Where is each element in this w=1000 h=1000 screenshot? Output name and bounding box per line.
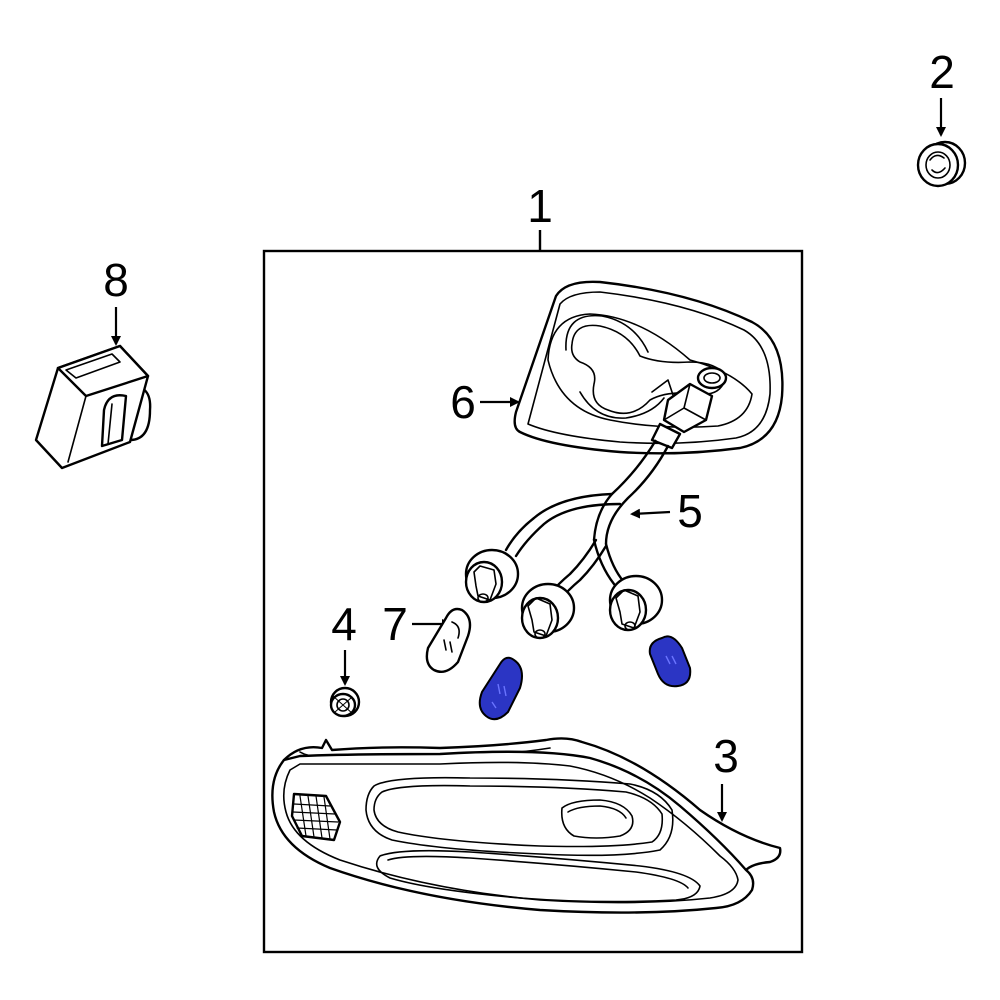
socket-left <box>464 548 520 604</box>
wedge-bulb-blue-icon[interactable] <box>478 656 523 721</box>
callout-4[interactable]: 4 <box>331 598 357 686</box>
callout-6-label: 6 <box>450 376 476 428</box>
callout-8-label: 8 <box>103 254 129 306</box>
wedge-bulb-icon[interactable] <box>425 607 472 673</box>
callout-7[interactable]: 7 <box>382 598 452 650</box>
wiring-harness-socket-icon[interactable] <box>464 382 714 640</box>
callout-2-label: 2 <box>929 46 955 98</box>
callout-5[interactable]: 5 <box>630 485 703 537</box>
wedge-bulb-blue-right-icon[interactable] <box>648 635 692 688</box>
callout-2[interactable]: 2 <box>929 46 955 137</box>
callout-1-label: 1 <box>527 180 553 232</box>
tail-lamp-lens-housing-icon[interactable] <box>271 737 782 914</box>
assembly-box <box>262 249 804 954</box>
callout-5-arrow <box>630 508 671 519</box>
round-grommet-icon[interactable] <box>916 140 967 188</box>
callout-7-label: 7 <box>382 598 408 650</box>
callout-4-label: 4 <box>331 598 357 650</box>
connector-module-icon[interactable] <box>34 344 152 470</box>
small-nut-icon[interactable] <box>329 686 361 718</box>
callout-3-label: 3 <box>713 730 739 782</box>
callout-3[interactable]: 3 <box>713 730 739 822</box>
callout-1[interactable]: 1 <box>527 180 553 251</box>
callout-6[interactable]: 6 <box>450 376 520 428</box>
socket-middle <box>520 582 576 640</box>
callout-5-label: 5 <box>677 485 703 537</box>
callout-8[interactable]: 8 <box>103 254 129 346</box>
socket-right <box>608 574 664 632</box>
lamp-back-plate-icon[interactable] <box>513 280 784 455</box>
